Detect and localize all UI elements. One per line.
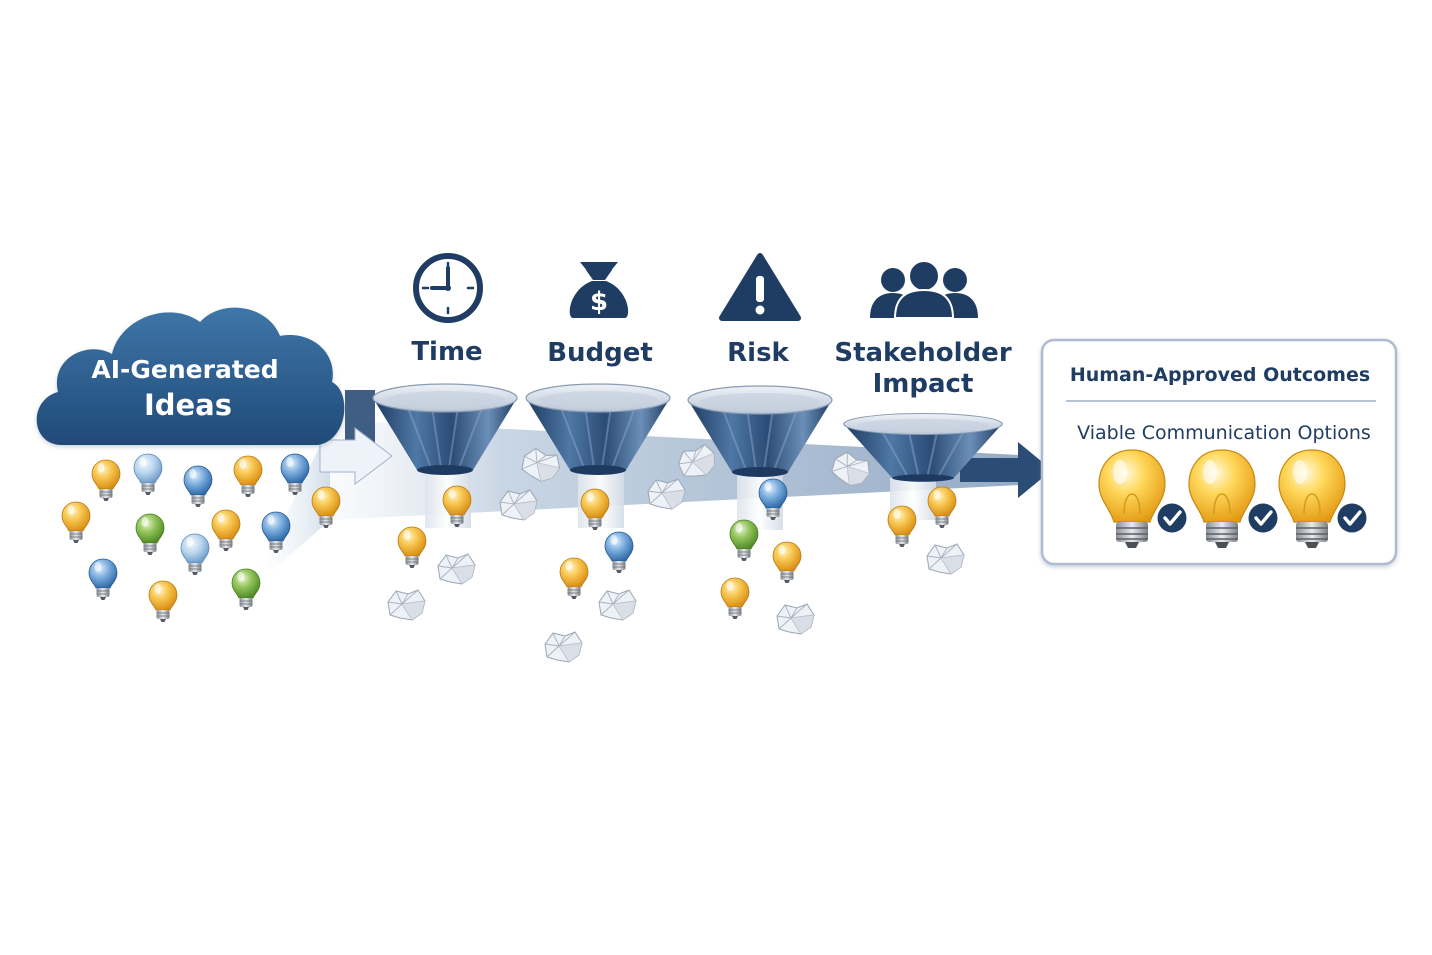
check-badge-icon	[1333, 499, 1371, 537]
svg-text:$: $	[590, 287, 608, 317]
filter-label-time: Time	[411, 337, 482, 367]
entry-arrow-icon	[319, 426, 393, 486]
cloud-label-line1: AI-Generated	[91, 355, 278, 384]
cloud-label-line2: Ideas	[144, 388, 232, 422]
filter-label-risk: Risk	[727, 338, 789, 368]
money-bag-icon: $	[569, 262, 629, 319]
flow-arrow-icon	[960, 442, 1052, 498]
people-icon	[870, 260, 978, 319]
filter-label-stakeholder: Stakeholder	[834, 338, 1011, 368]
ai-ideas-cloud	[36, 307, 345, 445]
check-badge-icon	[1153, 499, 1191, 537]
outcome-title: Human-Approved Outcomes	[1070, 364, 1370, 386]
check-badge-icon	[1244, 499, 1282, 537]
warning-icon	[719, 253, 801, 321]
filter-label-budget: Budget	[547, 338, 653, 368]
clock-icon	[413, 253, 483, 323]
filter-label-impact: Impact	[873, 369, 974, 399]
outcome-subtitle: Viable Communication Options	[1077, 422, 1371, 444]
